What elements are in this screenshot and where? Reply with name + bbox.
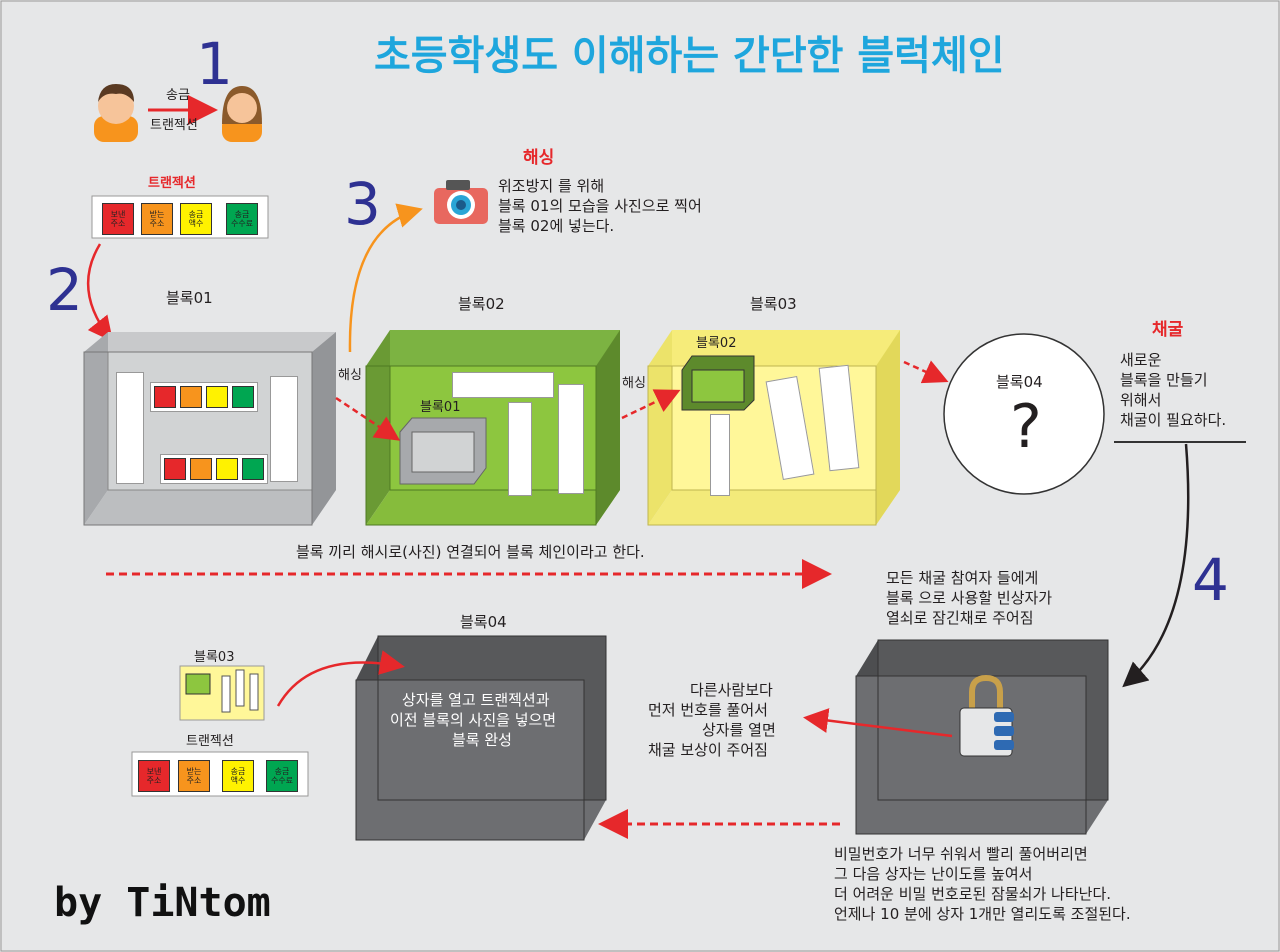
block04-final-label: 블록04 xyxy=(460,613,507,631)
tx-field-receiver: 받는 주소 xyxy=(141,203,173,235)
hash-label-1: 해싱 xyxy=(338,368,362,383)
block01-thumb-label: 블록01 xyxy=(420,400,461,415)
tx-box-title: 트랜젝션 xyxy=(148,176,196,191)
arrow-to-block04-final xyxy=(276,650,405,707)
hashing-title: 해싱 xyxy=(523,148,555,168)
mining-line-1: 새로운 xyxy=(1120,351,1162,369)
b01-chip xyxy=(242,458,264,480)
arrow-tx-to-block01 xyxy=(86,243,114,342)
block02-thumbnail xyxy=(681,355,755,411)
complete-line-1: 상자를 열고 트랜젝션과 xyxy=(402,691,550,709)
tx-field-fee: 송금 수수료 xyxy=(226,203,258,235)
block01-thumbnail xyxy=(399,417,487,485)
reward-line-2: 블록 으로 사용할 빈상자가 xyxy=(886,589,1053,607)
tx-bottom-sender: 보낸 주소 xyxy=(138,760,170,792)
b01-chip xyxy=(206,386,228,408)
block04-circle-label: 블록04 xyxy=(996,373,1043,391)
complete-line-2: 이전 블록의 사진을 넣으면 xyxy=(390,711,557,729)
receiver-avatar xyxy=(222,86,262,142)
block02-label: 블록02 xyxy=(458,295,505,313)
mining-line-4: 채굴이 필요하다. xyxy=(1120,411,1227,429)
step-3-number: 3 xyxy=(344,170,381,238)
block04-circle xyxy=(943,333,1105,495)
tx-bottom-amount: 송금 액수 xyxy=(222,760,254,792)
hashing-line-1: 위조방지 를 위해 xyxy=(498,177,605,195)
solve-line-4: 채굴 보상이 주어짐 xyxy=(648,741,768,759)
tx-bottom-fee: 송금 수수료 xyxy=(266,760,298,792)
mining-line-3: 위해서 xyxy=(1120,391,1162,409)
transaction-label: 트랜젝션 xyxy=(150,118,198,133)
block01-tray-right xyxy=(270,376,298,482)
b01-chip xyxy=(154,386,176,408)
hashing-line-3: 블록 02에 넣는다. xyxy=(498,217,615,235)
block03-tray-1 xyxy=(710,414,730,496)
block03-label: 블록03 xyxy=(750,295,797,313)
author-signature: by TiNtom xyxy=(54,880,271,926)
chain-caption: 블록 끼리 해시로(사진) 연결되어 블록 체인이라고 한다. xyxy=(296,543,645,561)
step-2-number: 2 xyxy=(46,256,83,324)
arrow-to-hashing xyxy=(348,203,423,353)
block02-thumb-label: 블록02 xyxy=(696,336,737,351)
arrow-step4 xyxy=(1122,443,1190,688)
b01-chip xyxy=(180,386,202,408)
padlock-icon xyxy=(959,674,1014,757)
reward-line-1: 모든 채굴 참여자 들에게 xyxy=(886,569,1039,587)
b01-chip xyxy=(190,458,212,480)
block02-tray-right xyxy=(558,384,584,494)
arrow-to-block04 xyxy=(903,360,949,384)
tx-field-sender: 보낸 주소 xyxy=(102,203,134,235)
hash-arrow-1 xyxy=(335,396,401,441)
tx-bottom-receiver: 받는 주소 xyxy=(178,760,210,792)
reward-line-3: 열쇠로 잠긴채로 주어짐 xyxy=(886,609,1034,627)
mining-title: 채굴 xyxy=(1152,320,1184,340)
block02-tray-mid xyxy=(508,402,532,496)
page-title: 초등학생도 이해하는 간단한 블럭체인 xyxy=(374,33,1005,79)
difficulty-line-1: 비밀번호가 너무 쉬워서 빨리 풀어버리면 xyxy=(834,845,1088,863)
send-label: 송금 xyxy=(166,88,190,103)
hash-label-2: 해싱 xyxy=(622,376,646,391)
block01-tray-left xyxy=(116,372,144,484)
block03-thumb-label: 블록03 xyxy=(194,650,235,665)
tx-field-amount: 송금 액수 xyxy=(180,203,212,235)
camera-icon xyxy=(434,180,488,224)
question-mark: ? xyxy=(1010,392,1042,462)
step-4-number: 4 xyxy=(1192,546,1229,614)
b01-chip xyxy=(232,386,254,408)
step-1-number: 1 xyxy=(196,30,233,98)
arrow-solve xyxy=(803,708,953,738)
mining-line-2: 블록을 만들기 xyxy=(1120,371,1208,389)
difficulty-line-3: 더 어려운 비밀 번호로된 잠물쇠가 나타난다. xyxy=(834,885,1112,903)
tx-box-bottom-title: 트랜젝션 xyxy=(186,734,234,749)
sender-avatar xyxy=(94,84,138,142)
difficulty-line-4: 언제나 10 분에 상자 1개만 열리도록 조절된다. xyxy=(834,905,1131,923)
solve-line-1: 다른사람보다 xyxy=(690,681,773,699)
b01-chip xyxy=(164,458,186,480)
block02-tray-top xyxy=(452,372,554,398)
block04-final-box xyxy=(355,635,607,841)
hashing-line-2: 블록 01의 모습을 사진으로 찍어 xyxy=(498,197,702,215)
solve-line-2: 먼저 번호를 풀어서 xyxy=(648,701,768,719)
difficulty-line-2: 그 다음 상자는 난이도를 높여서 xyxy=(834,865,1033,883)
complete-line-3: 블록 완성 xyxy=(452,731,512,749)
b01-chip xyxy=(216,458,238,480)
solve-line-3: 상자를 열면 xyxy=(702,721,776,739)
block01-label: 블록01 xyxy=(166,289,213,307)
